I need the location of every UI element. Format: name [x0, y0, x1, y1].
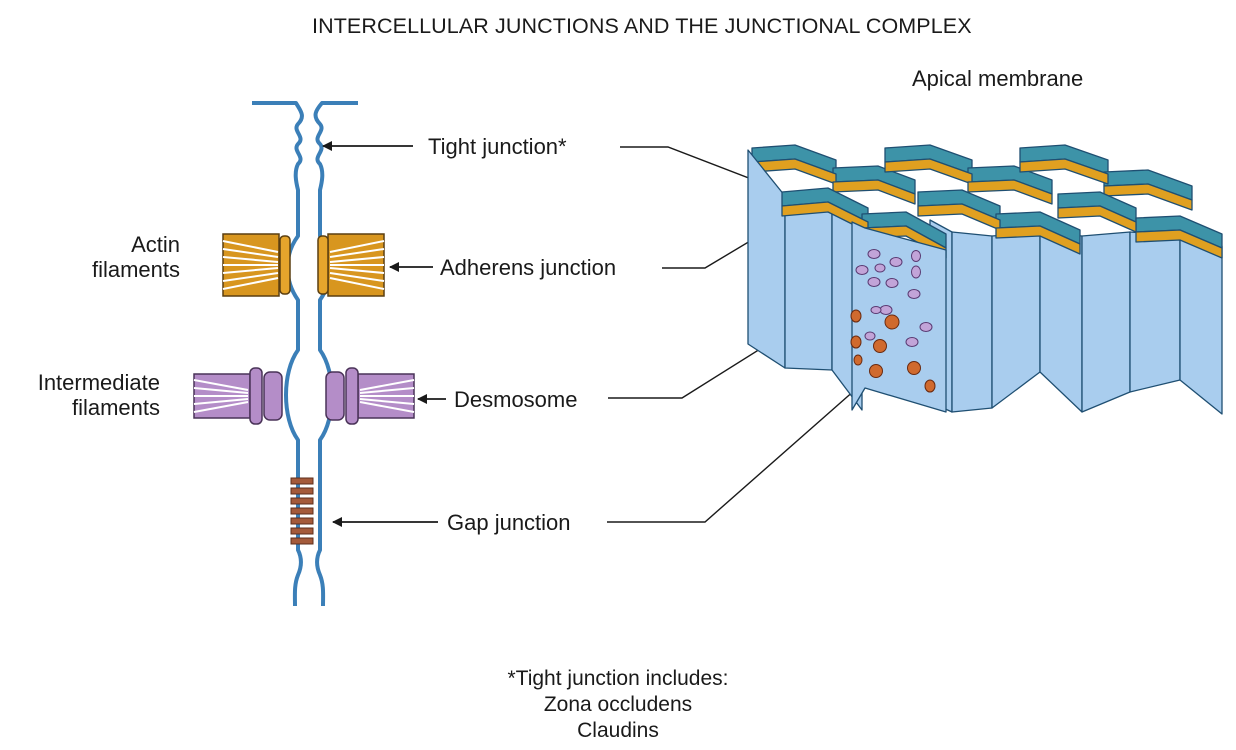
actin-line-2: filaments: [91, 257, 180, 283]
gap-junction: [290, 477, 314, 545]
actin-line-1: Actin: [131, 232, 180, 257]
diagram-title: INTERCELLULAR JUNCTIONS AND THE JUNCTION…: [312, 14, 972, 38]
gap-leader: [607, 381, 865, 523]
tight-junction-label: Tight junction*: [428, 134, 567, 159]
left-adherens-plaque: [279, 235, 291, 295]
footnote-line-1: *Tight junction includes:: [507, 667, 729, 690]
right-desmosome-inner: [325, 371, 345, 421]
adherens-junction: [222, 233, 385, 297]
right-membrane: [313, 101, 358, 607]
intermediate-filament-lines: [193, 379, 415, 413]
pointer-arrows: [322, 141, 446, 527]
adherens-junction-label: Adherens junction: [440, 255, 617, 280]
footnote-line-3: Claudins: [577, 719, 659, 742]
left-membrane: [252, 101, 304, 607]
gap-junction-spots: [850, 309, 936, 393]
desmosome-spots: [855, 249, 933, 347]
gap-junction-label: Gap junction: [447, 510, 571, 535]
back-row-bands: [751, 158, 1193, 211]
desmosome-junction: [193, 367, 415, 425]
left-desmosome-inner: [263, 371, 283, 421]
epithelium-block: [747, 144, 1223, 415]
intermediate-filaments-label: Intermediate filaments: [8, 370, 160, 421]
actin-filaments-label: Actin filaments: [60, 232, 180, 283]
footnote-line-2: Zona occludens: [543, 693, 693, 716]
desmosome-label: Desmosome: [454, 387, 578, 412]
right-desmosome-plaque: [345, 367, 359, 425]
left-desmosome-plaque: [249, 367, 263, 425]
right-adherens-plaque: [317, 235, 329, 295]
intermediate-line-2: filaments: [71, 395, 160, 421]
tight-leader: [620, 146, 781, 191]
intermediate-line-1: Intermediate: [37, 370, 160, 395]
apical-membrane-label: Apical membrane: [912, 66, 1084, 91]
tight-junction-footnote: *Tight junction includes: Zona occludens…: [0, 666, 1236, 744]
actin-filament-lines: [222, 240, 385, 290]
